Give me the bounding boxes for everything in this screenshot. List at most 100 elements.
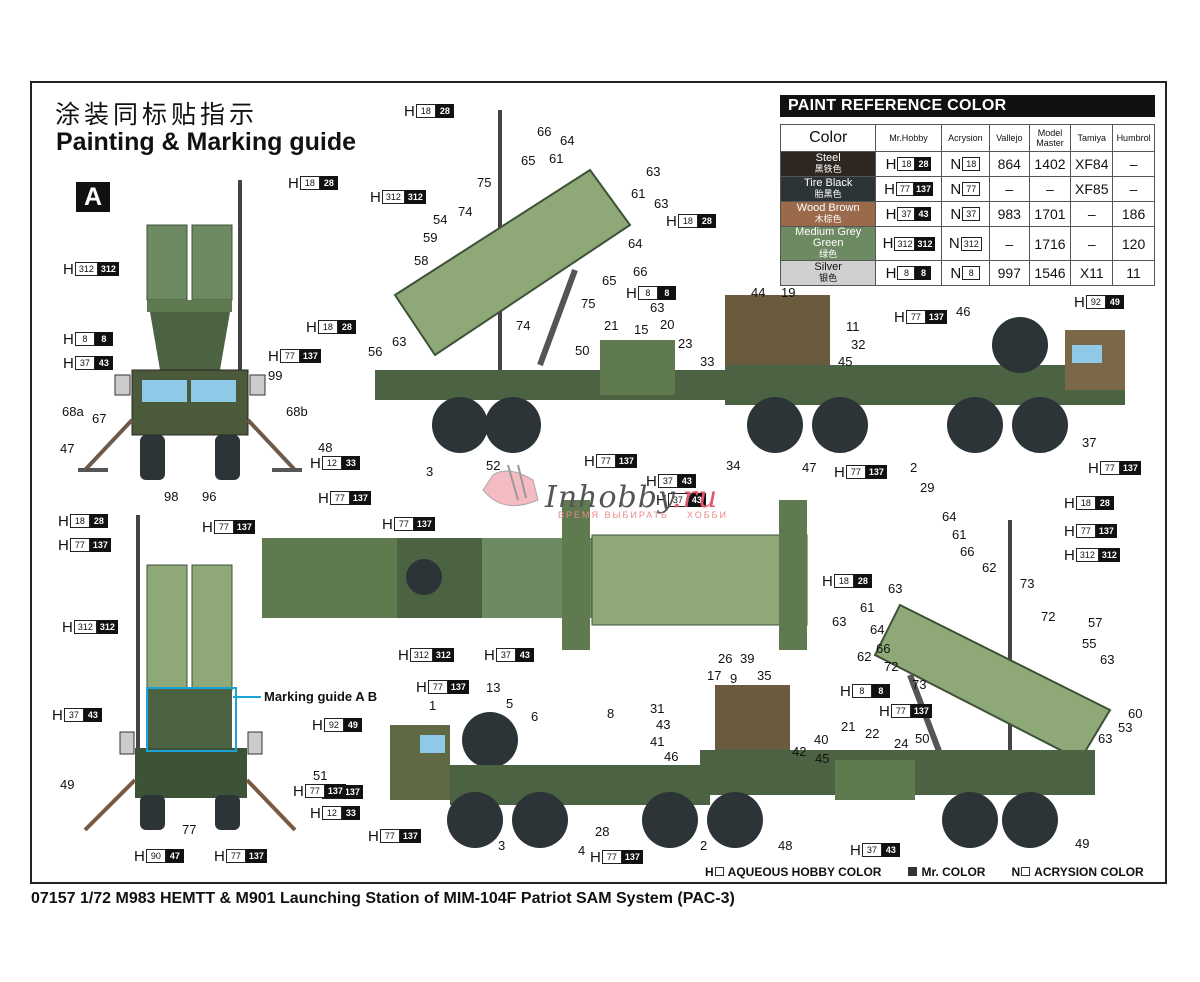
missile-canister-left — [146, 224, 188, 301]
aqueous-code: 77 — [601, 850, 622, 864]
h-prefix: H — [1088, 459, 1099, 477]
mr-color-code: 312 — [432, 648, 454, 662]
h-prefix: H — [312, 716, 323, 734]
aqueous-code: 18 — [69, 514, 90, 528]
mr-color-code: 137 — [324, 784, 346, 798]
part-number-label: 43 — [656, 717, 671, 732]
h-prefix: H — [134, 847, 145, 865]
h-prefix: H — [879, 702, 890, 720]
h-prefix: H — [1064, 546, 1075, 564]
aqueous-code: 8 — [637, 286, 658, 300]
rear-view-illustration — [83, 515, 297, 832]
mr-color-code: 8 — [871, 684, 890, 698]
part-number-label: 62 — [982, 560, 997, 575]
paint-table: Color Mr.Hobby Acrysion Vallejo Model Ma… — [779, 124, 1155, 286]
part-number-label: 74 — [516, 318, 531, 333]
legend-prefix: N — [1011, 865, 1021, 879]
aqueous-code: 77 — [379, 829, 400, 843]
aqueous-code: 77 — [225, 849, 246, 863]
mr-color-code: 312 — [915, 236, 935, 251]
h-prefix: H — [626, 284, 637, 302]
cab-front — [131, 369, 249, 436]
part-number-label: 20 — [660, 317, 675, 332]
marking-guide-label: Marking guide A B — [264, 689, 378, 704]
part-number-label: 53 — [1118, 720, 1133, 735]
part-number-label: 63 — [888, 581, 903, 596]
mr-color-code: 47 — [165, 849, 184, 863]
part-number-label: 63 — [646, 164, 661, 179]
part-number-label: 52 — [486, 458, 501, 473]
aqueous-code: 92 — [1085, 295, 1106, 309]
part-number-label: 15 — [634, 322, 649, 337]
part-number-label: 73 — [1020, 576, 1035, 591]
part-number-label: 57 — [1088, 615, 1103, 630]
aqueous-code: 312 — [73, 620, 97, 634]
elevation-strut — [537, 268, 578, 367]
h-prefix: H — [52, 706, 63, 724]
aqueous-code: 77 — [279, 349, 300, 363]
mr-color-code: 137 — [245, 849, 267, 863]
n-prefix: N — [950, 205, 962, 223]
aqueous-code: 77 — [1075, 524, 1096, 538]
watermark-tagline-left: ВРЕМЯ ВЫБИРАТЬ — [558, 510, 669, 520]
col-header: Acrysion — [940, 124, 990, 152]
h-prefix: H — [850, 841, 861, 859]
h-prefix: H — [884, 180, 895, 198]
outrigger-top-right — [779, 500, 807, 650]
mr-color-code: 43 — [915, 207, 932, 221]
part-number-label: 45 — [838, 354, 853, 369]
part-number-label: 41 — [650, 734, 665, 749]
h-prefix: H — [310, 454, 321, 472]
part-number-label: 58 — [414, 253, 429, 268]
part-number-label: 51 — [313, 768, 328, 783]
cab-window — [1072, 345, 1102, 363]
part-number-label: 46 — [956, 304, 971, 319]
watermark-ship-logo-icon — [482, 464, 539, 507]
part-number-label: 50 — [915, 731, 930, 746]
part-number-label: 1 — [429, 698, 437, 713]
part-number-label: 75 — [477, 175, 492, 190]
aqueous-code: 312 — [1075, 548, 1099, 562]
aqueous-code: 77 — [1099, 461, 1120, 475]
part-number-label: 61 — [549, 151, 564, 166]
aqueous-code: 77 — [69, 538, 90, 552]
mr-color-code: 137 — [1095, 524, 1117, 538]
windshield-right — [191, 380, 236, 402]
tamiya-cell: XF84 — [1070, 151, 1114, 177]
color-name: Steel — [815, 152, 841, 164]
h-prefix: H — [1064, 522, 1075, 540]
outrigger-legs — [83, 778, 297, 832]
part-number-label: 68a — [62, 404, 84, 419]
aqueous-code: 8 — [897, 266, 916, 280]
cab-window — [420, 735, 445, 753]
h-prefix: H — [840, 682, 851, 700]
aqueous-code: 77 — [890, 704, 911, 718]
part-number-label: 29 — [920, 480, 935, 495]
mr-color-code: 137 — [621, 850, 643, 864]
h-prefix: H — [885, 155, 897, 173]
mr-color-code: 43 — [881, 843, 900, 857]
mr-color-code: 33 — [341, 806, 360, 820]
h-prefix: H — [1064, 494, 1075, 512]
tire-left — [140, 795, 165, 830]
mr-color-code: 137 — [615, 454, 637, 468]
color-name: Wood Brown — [796, 202, 860, 214]
aqueous-code: 37 — [897, 207, 916, 221]
part-number-label: 98 — [164, 489, 179, 504]
